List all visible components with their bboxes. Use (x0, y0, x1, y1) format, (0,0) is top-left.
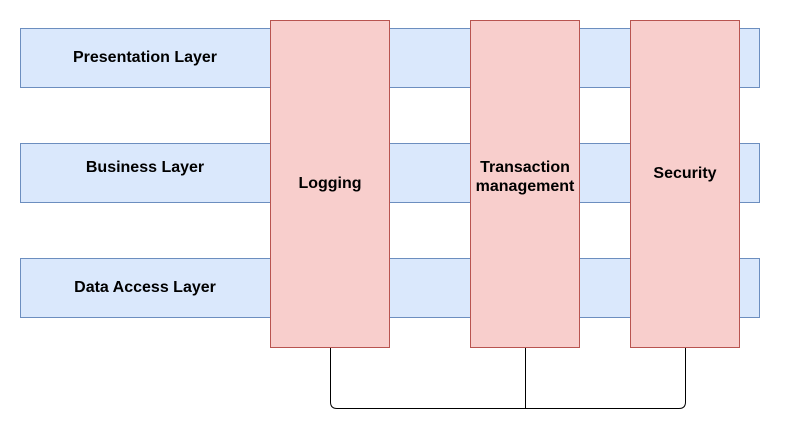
concern-transaction-management: Transaction management (470, 20, 580, 348)
concern-logging: Logging (270, 20, 390, 348)
concern-logging-label: Logging (298, 174, 362, 192)
layer-presentation-label: Presentation Layer (72, 49, 218, 66)
connector-bracket (330, 348, 686, 409)
layer-data-access-label: Data Access Layer (74, 279, 216, 296)
layer-business-label: Business Layer (85, 159, 205, 176)
concern-transaction-management-label: Transaction management (475, 159, 575, 195)
concern-security: Security (630, 20, 740, 348)
concern-security-label: Security (653, 164, 717, 182)
